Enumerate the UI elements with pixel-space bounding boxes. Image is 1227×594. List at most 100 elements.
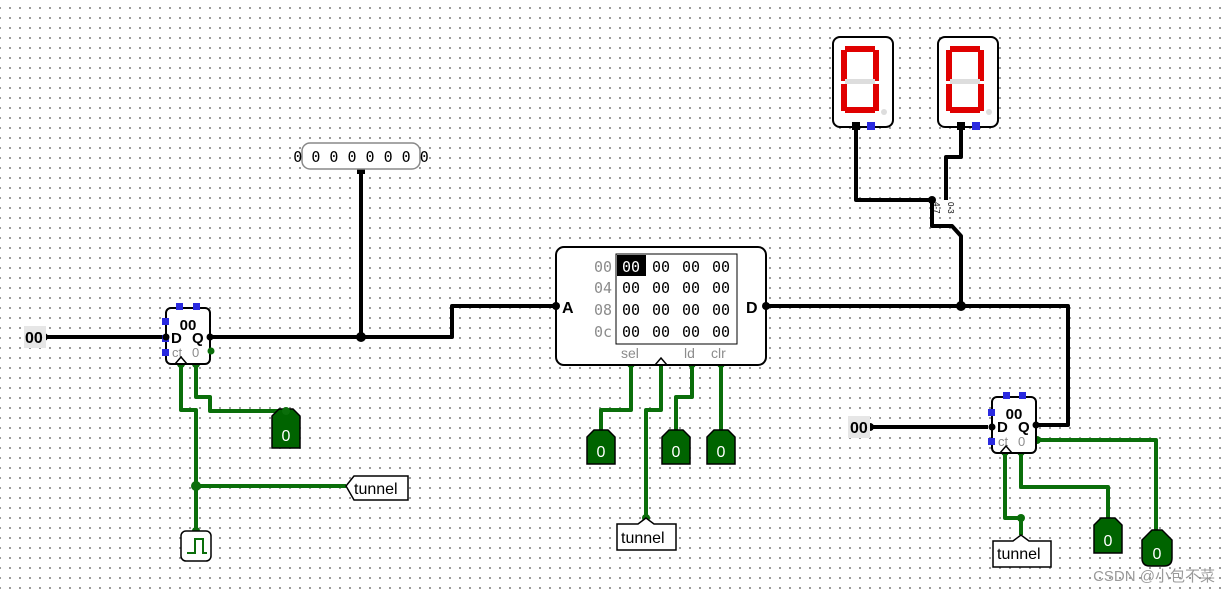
memory-cell[interactable]: 00 — [682, 301, 700, 319]
splitter: 4-7 0-3 — [932, 202, 955, 214]
output-pin-right-q[interactable]: 0 — [1141, 529, 1173, 567]
ram-memory[interactable]: 00 04 08 0c 00 00 00 00 00 00 00 00 00 0… — [552, 246, 770, 366]
memory-cell[interactable]: 00 — [682, 323, 700, 341]
watermark: CSDN @小包不菜 — [1093, 568, 1215, 585]
wire-to-splitter[interactable] — [930, 200, 963, 306]
tunnel-left[interactable]: tunnel — [345, 475, 409, 501]
register-right-q: Q — [1018, 419, 1030, 436]
memory-port-clr: clr — [711, 345, 726, 361]
tunnel-memory[interactable]: tunnel — [616, 517, 677, 551]
memory-cell[interactable]: 00 — [712, 323, 730, 341]
wire-left-clock[interactable] — [179, 362, 198, 530]
clock-triangle-icon — [174, 355, 188, 365]
input-pin-left-value: 00 — [25, 330, 43, 347]
register-right-ct-value: 0 — [1018, 434, 1025, 449]
register-left-ct-value: 0 — [192, 345, 199, 360]
constant-value: 0 — [672, 444, 681, 461]
wire-ld[interactable] — [674, 362, 694, 430]
memory-cell[interactable]: 00 — [652, 279, 670, 297]
memory-cell[interactable]: 00 — [622, 323, 640, 341]
tunnel-label: tunnel — [621, 530, 665, 547]
constant-sel[interactable]: 0 — [586, 429, 616, 465]
selection-handle — [162, 349, 169, 356]
memory-cell-selected[interactable]: 00 — [622, 258, 640, 276]
memory-cell[interactable]: 00 — [712, 258, 730, 276]
constant-clr[interactable]: 0 — [706, 429, 736, 465]
register-left[interactable]: 00 D Q ct 0 — [162, 303, 215, 365]
memory-cell[interactable]: 00 — [682, 279, 700, 297]
wire-splitter-hi[interactable] — [854, 127, 932, 202]
signal-wires — [179, 362, 1158, 535]
memory-cell[interactable]: 00 — [622, 279, 640, 297]
memory-port-d: D — [746, 300, 758, 317]
memory-cell[interactable]: 00 — [622, 301, 640, 319]
input-pin-right[interactable]: 00 — [848, 416, 870, 438]
memory-cell[interactable]: 00 — [652, 258, 670, 276]
clock-triangle-icon — [999, 444, 1013, 454]
probe-value: 0 0 0 0 0 0 0 0 — [293, 148, 428, 166]
constant-value: 0 — [717, 444, 726, 461]
memory-cell[interactable]: 00 — [652, 323, 670, 341]
register-right-ct: ct — [998, 434, 1009, 449]
constant-right-ct[interactable]: 0 — [1093, 517, 1123, 554]
memory-cell[interactable]: 00 — [712, 279, 730, 297]
wire-right-clock[interactable] — [1003, 452, 1023, 535]
bus-junctions — [40, 166, 966, 431]
register-right[interactable]: 00 D Q ct 0 — [988, 392, 1040, 454]
splitter-label-lo: 0-3 — [946, 202, 955, 214]
register-left-d: D — [171, 330, 182, 347]
memory-port-ld: ld — [684, 345, 695, 361]
tunnel-label: tunnel — [354, 481, 398, 498]
memory-port-sel: sel — [621, 345, 639, 361]
wire-memory-d-out[interactable] — [767, 304, 1070, 427]
selection-handle — [988, 438, 995, 445]
memory-grid: 00 00 00 00 00 00 00 00 00 00 00 00 00 0… — [622, 258, 730, 341]
tunnel-label: tunnel — [997, 546, 1041, 563]
input-pin-left[interactable]: 00 — [24, 326, 46, 348]
address-label: 0c — [594, 323, 612, 341]
register-left-value: 00 — [180, 317, 197, 334]
clock-waveform-icon — [187, 538, 207, 554]
address-column: 00 04 08 0c — [594, 258, 612, 341]
constant-left[interactable]: 0 — [271, 407, 301, 449]
selection-handle — [988, 409, 995, 416]
wire-right-q[interactable] — [1037, 438, 1158, 530]
address-label: 04 — [594, 279, 612, 297]
bus-wires — [44, 127, 1070, 429]
wire-mem-clock[interactable] — [644, 362, 663, 518]
memory-port-a: A — [562, 300, 574, 317]
constant-value: 0 — [597, 444, 606, 461]
wire-splitter-lo[interactable] — [944, 127, 963, 200]
selection-handle — [176, 303, 183, 310]
input-pin-right-value: 00 — [850, 420, 868, 437]
selection-handle — [193, 303, 200, 310]
wire-register-to-memory-a[interactable] — [210, 304, 553, 339]
memory-cell[interactable]: 00 — [652, 301, 670, 319]
probe[interactable]: 0 0 0 0 0 0 0 0 — [293, 142, 429, 170]
selection-handle — [1019, 392, 1026, 399]
tunnel-right[interactable]: tunnel — [992, 534, 1052, 568]
register-right-d: D — [997, 419, 1008, 436]
selected-cell-highlight — [617, 255, 646, 276]
constant-value: 0 — [1104, 533, 1113, 550]
selection-handle — [1003, 392, 1010, 399]
wire-sel[interactable] — [599, 362, 633, 430]
selection-handle — [162, 318, 169, 325]
register-left-q: Q — [192, 330, 204, 347]
splitter-label-hi: 4-7 — [932, 202, 941, 214]
hex-display-high — [832, 36, 894, 130]
clock-triangle-icon — [654, 356, 668, 366]
clock-source[interactable] — [180, 530, 212, 562]
address-label: 08 — [594, 301, 612, 319]
wire-right-ct[interactable] — [1019, 452, 1110, 518]
constant-ld[interactable]: 0 — [661, 429, 691, 465]
address-label: 00 — [594, 258, 612, 276]
memory-cell[interactable]: 00 — [712, 301, 730, 319]
constant-value: 0 — [282, 428, 291, 445]
memory-cell[interactable]: 00 — [682, 258, 700, 276]
register-left-ct: ct — [172, 345, 183, 360]
output-value: 0 — [1153, 546, 1162, 563]
wire-left-ct[interactable] — [194, 362, 286, 413]
hex-display-low — [937, 36, 999, 130]
